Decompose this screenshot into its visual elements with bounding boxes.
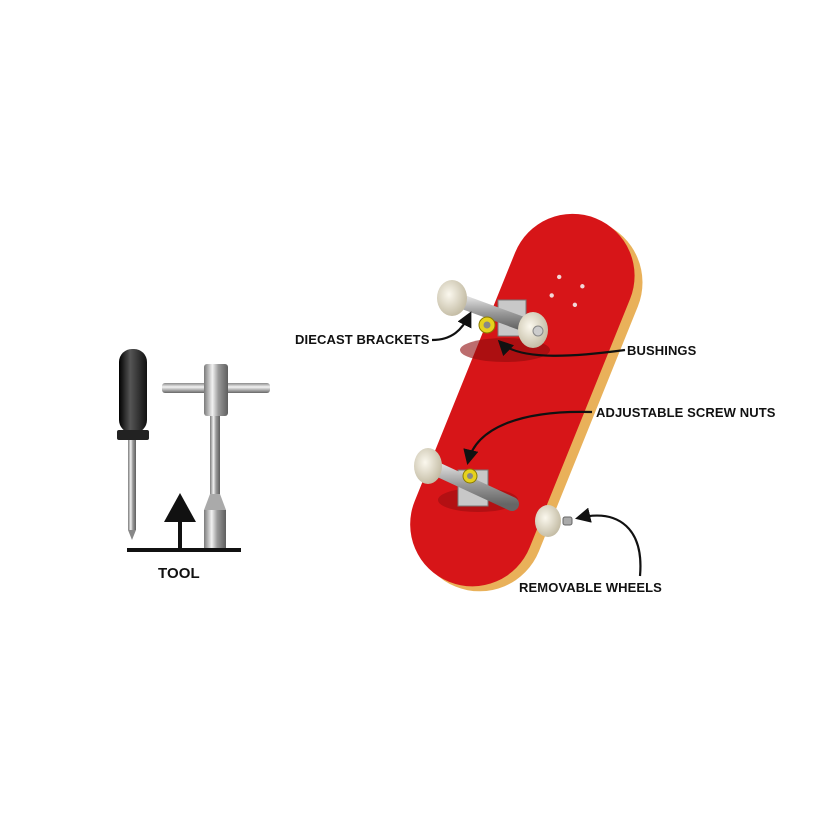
bushings-arrow: [497, 339, 626, 357]
label-adjustable-screw-nuts: ADJUSTABLE SCREW NUTS: [596, 405, 776, 420]
adjustable-screw-nuts-arrow: [463, 410, 593, 465]
label-tool: TOOL: [158, 565, 200, 582]
removable-wheels-arrow: [575, 507, 642, 577]
tool-arrow-up-icon: [164, 493, 196, 522]
tool-illustration: [117, 349, 270, 552]
diecast-brackets-arrow: [431, 311, 472, 342]
skateboard-deck: [410, 213, 643, 592]
wheel-icon: [437, 280, 467, 316]
label-diecast-brackets: DIECAST BRACKETS: [295, 332, 430, 347]
removable-wheel: [535, 505, 573, 537]
rear-truck: [414, 448, 519, 511]
label-removable-wheels: REMOVABLE WHEELS: [519, 580, 662, 595]
tool-arrow-stem: [178, 520, 182, 550]
screwdriver-icon: [117, 349, 149, 540]
label-bushings: BUSHINGS: [627, 343, 697, 358]
wheel-icon: [414, 448, 442, 484]
t-wrench-icon: [162, 364, 270, 548]
front-truck: [437, 280, 548, 348]
tool-base-line: [127, 548, 241, 552]
